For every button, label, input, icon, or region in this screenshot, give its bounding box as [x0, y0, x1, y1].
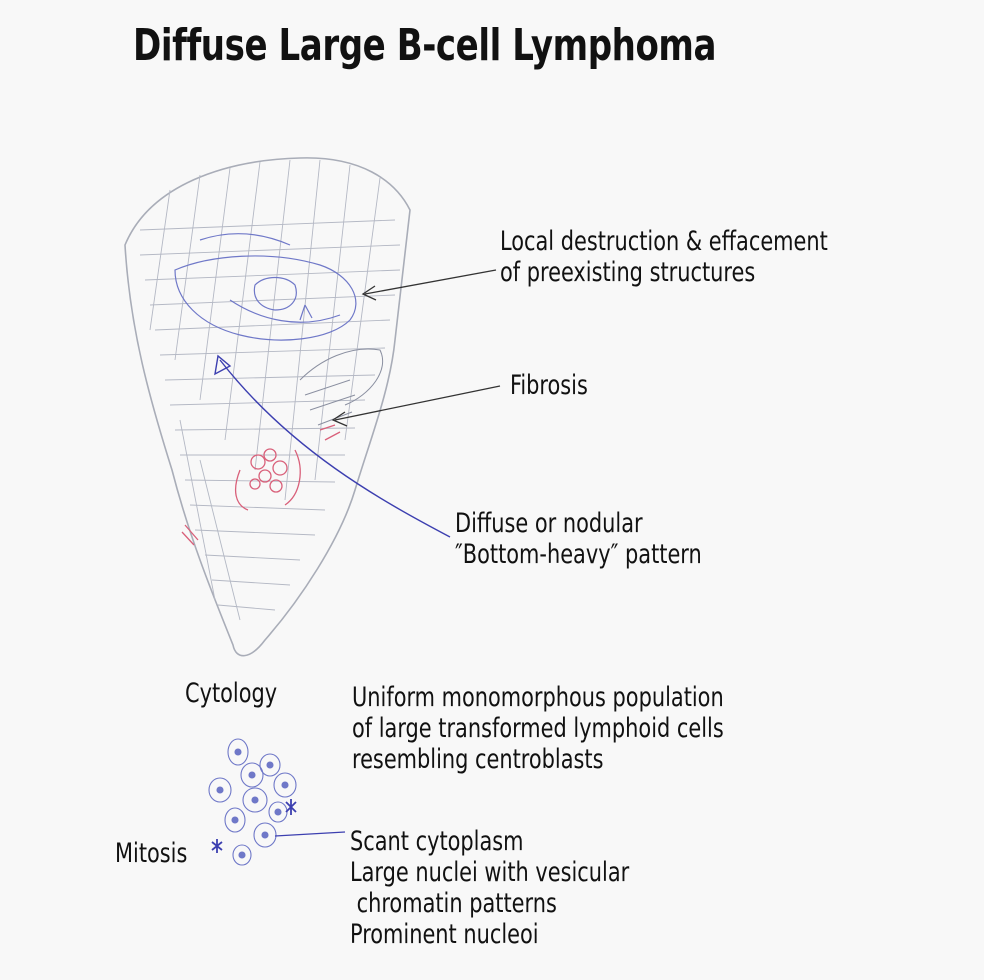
- label-destruction: Local destruction & effacement of preexi…: [500, 226, 828, 288]
- label-cell-features-line: Large nuclei with vesicular: [350, 857, 630, 888]
- preexisting-structures: [174, 233, 357, 341]
- fibrosis-area: [299, 348, 384, 426]
- label-cell-features: Scant cytoplasm Large nuclei with vesicu…: [350, 826, 629, 950]
- label-destruction-line: of preexisting structures: [500, 257, 756, 288]
- label-cytology: Uniform monomorphous population of large…: [352, 682, 724, 775]
- label-destruction-line: Local destruction & effacement: [500, 226, 828, 257]
- label-cytology-heading: Cytology: [185, 678, 278, 709]
- arrow-fibrosis: [331, 385, 501, 427]
- arrow-destruction: [361, 269, 497, 301]
- label-cytology-line: Uniform monomorphous population: [352, 682, 724, 713]
- diagram-title: Diffuse Large B-cell Lymphoma: [133, 20, 717, 71]
- tissue-outline: [124, 157, 411, 657]
- label-cell-features-line: Scant cytoplasm: [350, 826, 524, 857]
- label-cytology-line: resembling centroblasts: [352, 744, 604, 775]
- label-pattern-line: ″Bottom-heavy″ pattern: [455, 539, 702, 570]
- arrow-cell-features: [274, 831, 346, 837]
- label-cell-features-line: Prominent nucleoi: [350, 919, 539, 950]
- arrow-pattern: [214, 354, 451, 538]
- hatch-lines: [139, 159, 401, 621]
- nodular-follicles: [181, 424, 341, 546]
- cell-cluster: [208, 738, 297, 866]
- label-fibrosis: Fibrosis: [510, 370, 588, 401]
- label-pattern-line: Diffuse or nodular: [455, 508, 643, 539]
- label-mitosis: Mitosis: [115, 838, 188, 869]
- label-cell-features-line: chromatin patterns: [350, 888, 557, 919]
- mitotic-figures: [211, 799, 297, 853]
- label-cytology-line: of large transformed lymphoid cells: [352, 713, 724, 744]
- label-pattern: Diffuse or nodular ″Bottom-heavy″ patter…: [455, 508, 702, 570]
